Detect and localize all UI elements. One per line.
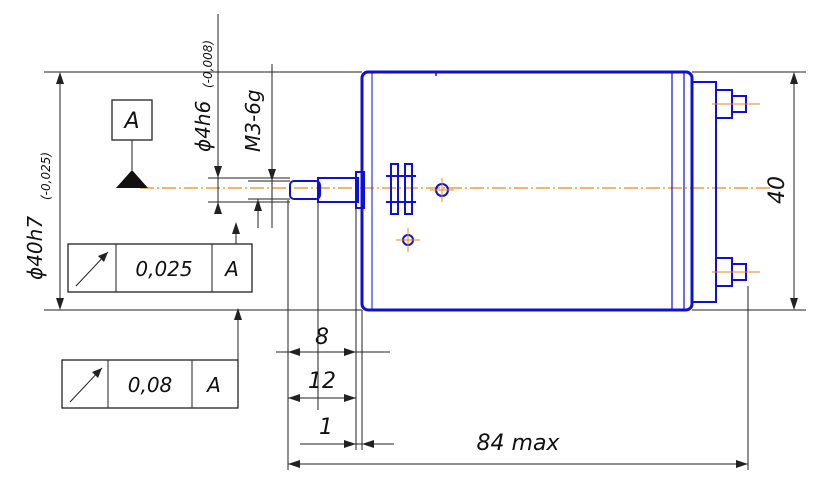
len-total-label: 84 max xyxy=(477,431,561,456)
height-label: 40 xyxy=(765,176,790,204)
tolerance-1-datum: A xyxy=(223,257,239,281)
tolerance-1-value: 0,025 xyxy=(135,257,192,281)
leader-frame-1 xyxy=(232,222,240,244)
motor-body xyxy=(289,70,747,312)
dim-length-total: 84 max xyxy=(288,431,748,468)
extension-lines xyxy=(44,71,806,470)
diam-shaft-tolerance: (-0,008) xyxy=(201,40,215,88)
tolerance-2-value: 0,08 xyxy=(128,373,173,397)
diam-shaft-label: ϕ4h6 xyxy=(191,101,215,152)
datum-a: A xyxy=(111,99,153,188)
dim-height: 40 xyxy=(765,72,798,310)
dim-length-1: 1 xyxy=(300,415,394,448)
tolerance-frame-runout-1: 0,025 A xyxy=(67,243,253,293)
dim-length-8: 8 xyxy=(276,325,390,356)
tolerance-frame-runout-2: 0,08 A xyxy=(61,359,239,409)
diam-body-tolerance: (-0,025) xyxy=(39,152,53,200)
tolerance-2-datum: A xyxy=(205,373,221,397)
dim-diam-shaft: ϕ4h6 (-0,008) xyxy=(191,14,222,214)
dim-thread: M3-6g xyxy=(241,64,276,228)
len-1-label: 1 xyxy=(319,415,333,440)
len-12-label: 12 xyxy=(308,369,336,394)
dim-diam-body: ϕ40h7 (-0,025) xyxy=(23,72,64,310)
thread-label: M3-6g xyxy=(241,89,265,152)
len-8-label: 8 xyxy=(315,325,329,350)
diam-body-label: ϕ40h7 xyxy=(23,216,47,280)
dim-length-12: 12 xyxy=(288,369,356,402)
datum-label: A xyxy=(122,109,139,134)
leader-frame-2 xyxy=(234,308,242,360)
center-marks xyxy=(396,103,760,273)
